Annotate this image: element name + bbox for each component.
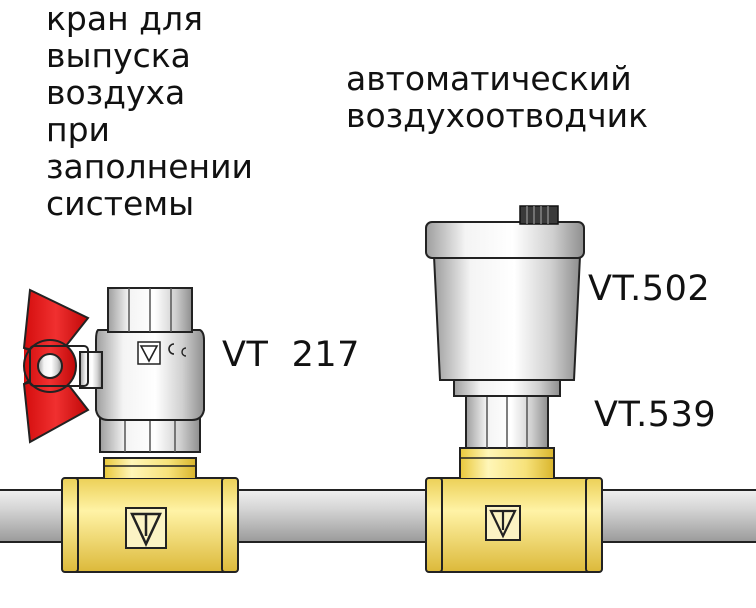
left-note-line-6: системы: [46, 184, 195, 223]
left-note-line-5: заполнении: [46, 147, 253, 186]
right-note-line-1: автоматический: [346, 59, 632, 98]
left-brass-tee: [61, 457, 239, 573]
air-vent-code: VT.502: [588, 269, 711, 309]
right-brass-tee: [425, 447, 603, 573]
ball-valve: [79, 287, 205, 453]
left-note: кран для выпуска воздуха при заполнении …: [46, 2, 253, 224]
automatic-air-vent: [425, 205, 585, 397]
left-note-line-1: кран для: [46, 0, 203, 38]
shutoff-valve-code: VT.539: [594, 395, 717, 435]
shutoff-valve: [465, 395, 549, 449]
ball-valve-code: VT 217: [222, 335, 360, 375]
left-note-line-3: воздуха: [46, 73, 186, 112]
ce-mark: [168, 343, 187, 357]
valtec-v-logo: [137, 341, 161, 365]
right-note: автоматический воздухоотводчик: [346, 62, 648, 136]
left-note-line-4: при: [46, 110, 110, 149]
right-note-line-2: воздухоотводчик: [346, 96, 648, 135]
red-butterfly-handle: [22, 288, 90, 444]
left-note-line-2: выпуска: [46, 36, 191, 75]
